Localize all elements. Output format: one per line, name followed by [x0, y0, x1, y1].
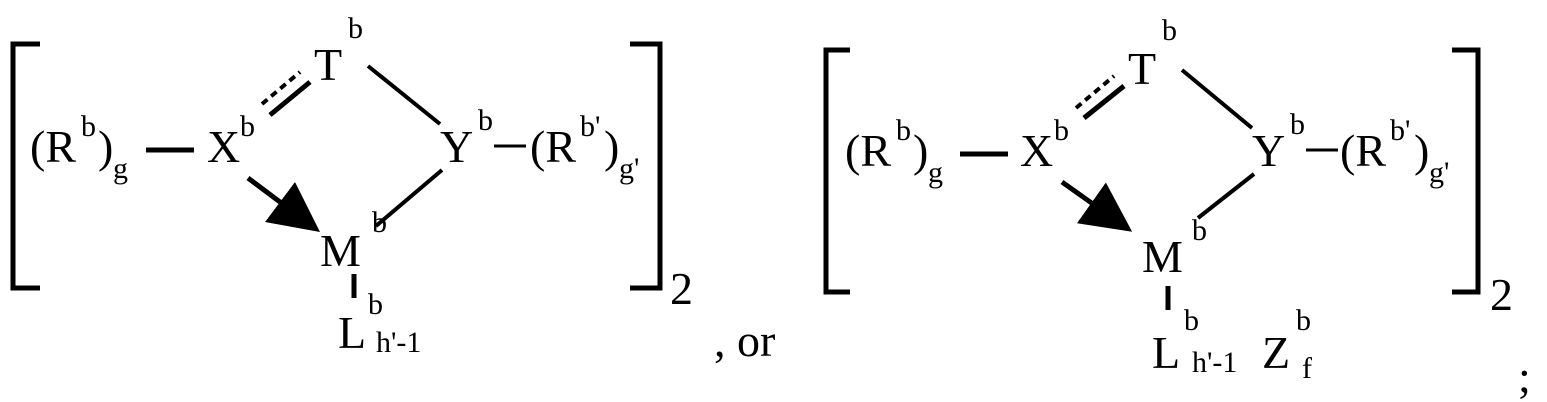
right-bond-t-y	[1182, 70, 1252, 128]
right-arrow-x-m	[1062, 182, 1124, 226]
right-r-group: (R	[845, 125, 891, 176]
left-r-close: )	[98, 121, 113, 172]
left-x-sup: b	[240, 110, 255, 143]
right-x-atom: X	[1020, 125, 1053, 176]
terminator-semicolon: ;	[1518, 351, 1531, 402]
right-bond-y-m	[1198, 174, 1254, 218]
left-bond-t-y	[368, 66, 440, 124]
right-r-close: )	[913, 125, 928, 176]
left-bond-x-t-dashed	[262, 72, 300, 104]
right-y-atom: Y	[1252, 125, 1285, 176]
right-rp-sup: b'	[1390, 114, 1410, 147]
left-rp-sup: b'	[580, 110, 600, 143]
left-rp-close: )	[604, 121, 619, 172]
left-arrow-x-m	[248, 178, 312, 226]
left-m-sup: b	[372, 206, 387, 239]
left-y-atom: Y	[440, 121, 473, 172]
left-y-sup: b	[478, 104, 493, 137]
left-r-group: (R	[30, 121, 76, 172]
left-rp-sub: g'	[619, 152, 639, 185]
right-r-sup: b	[896, 114, 911, 147]
right-z-sup: b	[1296, 304, 1311, 337]
right-l-sup: b	[1184, 304, 1199, 337]
left-l-atom: L	[338, 307, 366, 358]
left-l-sub: h'-1	[376, 326, 421, 359]
left-m-atom: M	[320, 225, 361, 276]
separator-or: , or	[714, 315, 775, 366]
left-x-atom: X	[207, 121, 240, 172]
right-z-sub: f	[1302, 352, 1312, 385]
structure-left: (R b ) g X b T b Y b (R b' ) g' M b	[13, 12, 693, 359]
right-l-sub: h'-1	[1192, 346, 1237, 379]
right-rp-close: )	[1414, 125, 1429, 176]
right-rp-sub: g'	[1429, 156, 1449, 189]
left-multiplier: 2	[670, 263, 693, 314]
left-l-sup: b	[368, 288, 383, 321]
right-z-atom: Z	[1262, 327, 1290, 378]
left-r-sub: g	[113, 152, 128, 185]
right-rp-group: (R	[1340, 125, 1386, 176]
right-bracket-close	[1452, 50, 1478, 292]
right-bond-x-t-solid	[1084, 86, 1124, 118]
right-r-sub: g	[928, 156, 943, 189]
right-m-atom: M	[1142, 231, 1183, 282]
right-y-sup: b	[1290, 108, 1305, 141]
right-m-sup: b	[1192, 214, 1207, 247]
left-rp-group: (R	[530, 121, 576, 172]
left-t-sup: b	[348, 12, 363, 45]
left-bond-x-t-solid	[270, 82, 310, 115]
left-t-atom: T	[314, 39, 342, 90]
right-x-sup: b	[1054, 114, 1069, 147]
right-bond-x-t-dashed	[1076, 76, 1114, 108]
left-r-sup: b	[81, 110, 96, 143]
right-l-atom: L	[1152, 327, 1180, 378]
right-t-atom: T	[1128, 43, 1156, 94]
right-multiplier: 2	[1490, 269, 1513, 320]
structure-right: (R b ) g X b T b Y b (R b' ) g' M b L b …	[826, 14, 1513, 385]
right-t-sup: b	[1162, 14, 1177, 47]
